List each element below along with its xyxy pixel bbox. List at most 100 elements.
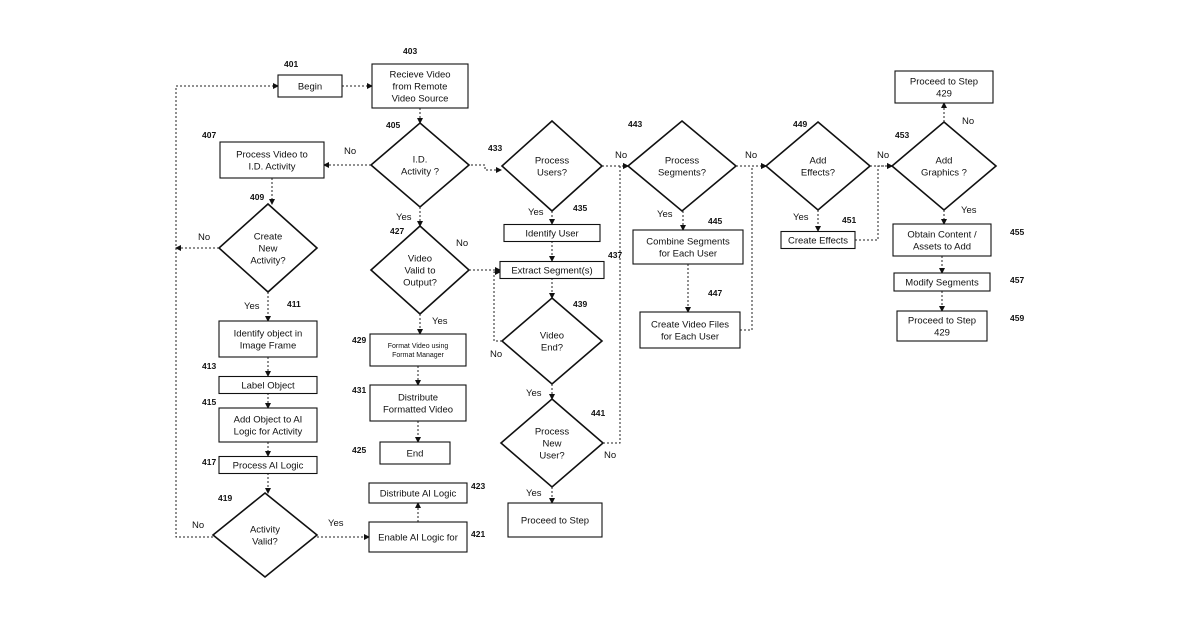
step-label: User?	[539, 450, 564, 461]
step-label: New	[542, 438, 561, 449]
step-label: Combine Segments	[646, 236, 730, 247]
step-label: Add	[810, 155, 827, 166]
step-label: Modify Segments	[905, 277, 979, 288]
connector-arrow	[494, 272, 502, 341]
step-label: Create Video Files	[651, 319, 729, 330]
edge-label-no: No	[198, 232, 210, 243]
step-number: 423	[471, 481, 485, 491]
step-number: 437	[608, 250, 622, 260]
step-label: New	[258, 243, 277, 254]
step-label: Add	[936, 155, 953, 166]
step-label: Valid?	[252, 536, 278, 547]
edge-label-yes: Yes	[526, 388, 542, 399]
step-431: DistributeFormatted Video431	[352, 385, 466, 421]
step-label: Graphics ?	[921, 167, 967, 178]
step-label: Create	[254, 231, 283, 242]
step-number: 431	[352, 385, 366, 395]
step-label: Proceed to Step	[908, 315, 976, 326]
step-number: 415	[202, 397, 216, 407]
step-437: Extract Segment(s) 437	[500, 250, 622, 279]
step-429: Format Video usingFormat Manager429	[352, 334, 466, 366]
edge-label-yes: Yes	[793, 212, 809, 223]
step-459: Proceed to Step429459	[897, 311, 1024, 341]
step-label: Users?	[537, 167, 567, 178]
edge-label-no: No	[962, 116, 974, 127]
step-number: 421	[471, 529, 485, 539]
edge-label-yes: Yes	[657, 209, 673, 220]
step-label: Video	[540, 330, 564, 341]
step-433: ProcessUsers?433	[488, 121, 602, 211]
step-label: Activity?	[250, 255, 285, 266]
step-label: Assets to Add	[913, 241, 971, 252]
step-label: Obtain Content /	[907, 229, 977, 240]
step-number: 447	[708, 288, 722, 298]
step-421: Enable AI Logic for 421	[369, 522, 485, 552]
edge-label-no: No	[615, 150, 627, 161]
step-label: Enable AI Logic for	[378, 532, 458, 543]
edge-label-no: No	[745, 150, 757, 161]
step-number: 419	[218, 493, 232, 503]
step-label: Identify User	[525, 228, 578, 239]
step-417: Process AI Logic417	[202, 457, 317, 474]
step-number: 417	[202, 457, 216, 467]
step-number: 441	[591, 408, 605, 418]
step-label: from Remote	[393, 81, 448, 92]
step-label: Segments?	[658, 167, 706, 178]
edge-label-yes: Yes	[328, 518, 344, 529]
step-419: ActivityValid?419	[213, 493, 317, 577]
step-number: 459	[1010, 313, 1024, 323]
step-label: Create Effects	[788, 235, 848, 246]
step-number: 457	[1010, 275, 1024, 285]
step-441: ProcessNewUser?441	[501, 399, 605, 487]
step-label: I.D.	[413, 154, 428, 165]
step-457: Modify Segments 457	[894, 273, 1024, 291]
step-453: AddGraphics ? 453	[892, 122, 996, 210]
step-label: Identify object in	[234, 328, 303, 339]
step-label: Distribute	[398, 392, 438, 403]
edge-label-no: No	[604, 450, 616, 461]
step-label: Recieve Video	[389, 69, 450, 80]
step-label: Proceed to Step	[521, 515, 589, 526]
step-number: 409	[250, 192, 264, 202]
step-label: End?	[541, 342, 563, 353]
step-427: VideoValid toOutput?427	[371, 226, 469, 314]
edge-label-yes: Yes	[526, 488, 542, 499]
step-number: 443	[628, 119, 642, 129]
step-number: 453	[895, 130, 909, 140]
step-number: 445	[708, 216, 722, 226]
step-label: 429	[936, 88, 952, 99]
connector-arrow	[471, 165, 501, 170]
step-label: for Each User	[661, 331, 719, 342]
step-label: Process Video to	[236, 149, 308, 160]
step-411: Identify object inImage Frame411	[219, 299, 317, 357]
step-425: End425	[352, 442, 450, 464]
connector-arrow	[603, 166, 628, 443]
edge-label-yes: Yes	[528, 207, 544, 218]
edge-label-no: No	[456, 238, 468, 249]
step-number: 413	[202, 361, 216, 371]
connector-arrow	[740, 166, 766, 330]
step-number: 427	[390, 226, 404, 236]
flowchart-nodes: Begin401Recieve Videofrom RemoteVideo So…	[202, 46, 1024, 577]
step-423: Distribute AI Logic 423	[369, 481, 485, 503]
step-label: for Each User	[659, 248, 717, 259]
step-number: 401	[284, 59, 298, 69]
step-number: 433	[488, 143, 502, 153]
step-439: VideoEnd?439	[502, 298, 602, 384]
step-label: Begin	[298, 81, 322, 92]
step-447: Create Video Filesfor Each User 447	[640, 288, 740, 348]
edge-label-no: No	[490, 349, 502, 360]
step-number: 429	[352, 335, 366, 345]
step-label: Extract Segment(s)	[511, 265, 592, 276]
step-nTop429: Proceed to Step429	[895, 71, 993, 103]
step-number: 425	[352, 445, 366, 455]
step-label: I.D. Activity	[249, 161, 296, 172]
step-label: Format Manager	[392, 352, 444, 359]
step-413: Label Object413	[202, 361, 317, 394]
step-label: Distribute AI Logic	[380, 488, 457, 499]
step-409: CreateNewActivity? 409	[219, 192, 317, 292]
connector-arrow	[855, 166, 892, 240]
step-445: Combine Segmentsfor Each User 445	[633, 216, 743, 264]
step-label: Process	[665, 155, 700, 166]
